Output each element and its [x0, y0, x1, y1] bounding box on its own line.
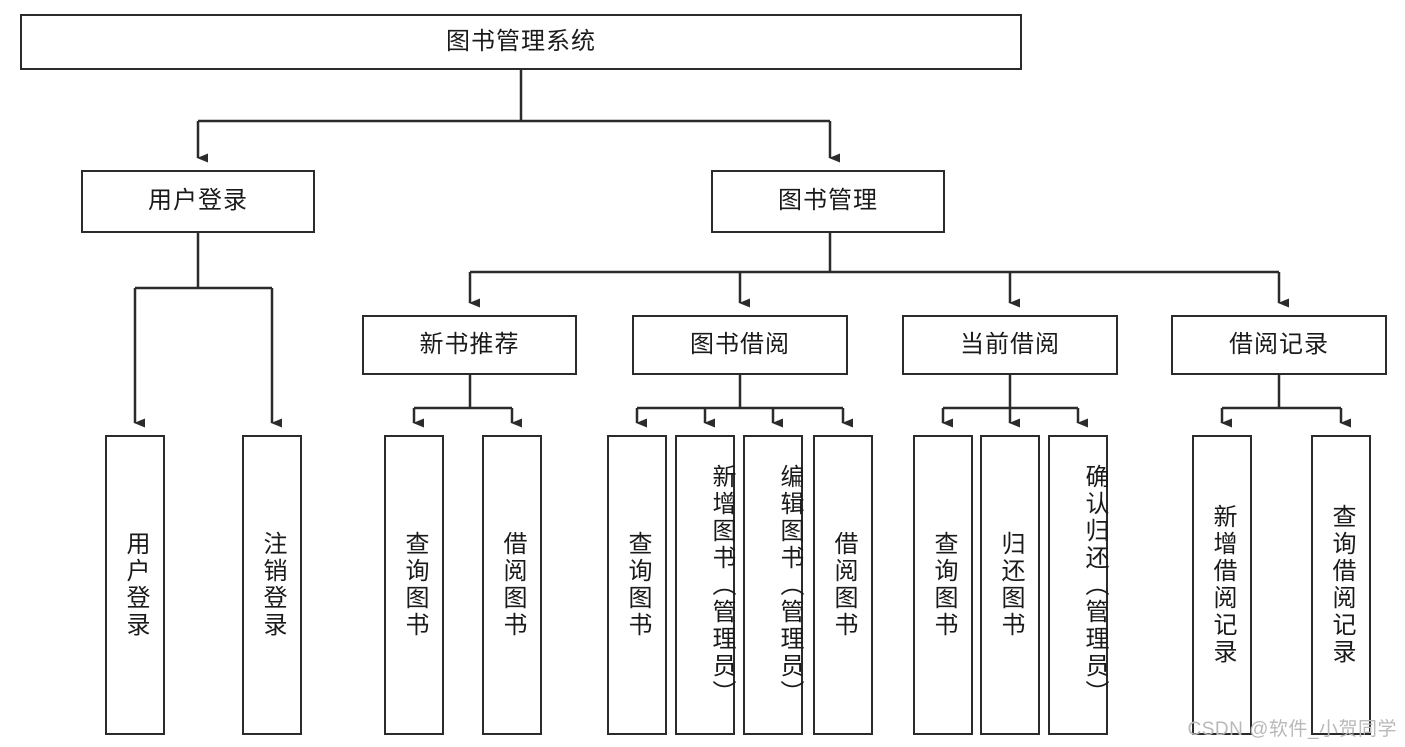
node-label: 归还图书 — [997, 531, 1024, 639]
node-label: 当前借阅 — [960, 330, 1060, 358]
leaf-add-borrow-record[interactable]: 新增借阅记录 — [1192, 435, 1252, 735]
leaf-query-book-current[interactable]: 查询图书 — [913, 435, 973, 735]
leaf-return-book[interactable]: 归还图书 — [980, 435, 1040, 735]
node-label: 借阅图书 — [499, 531, 526, 639]
leaf-query-borrow-record[interactable]: 查询借阅记录 — [1311, 435, 1371, 735]
node-label: 确认归还（管理员） — [1081, 463, 1108, 707]
node-current-borrow[interactable]: 当前借阅 — [902, 315, 1118, 375]
node-label: 编辑图书（管理员） — [776, 463, 803, 707]
leaf-borrow-book-recommend[interactable]: 借阅图书 — [482, 435, 542, 735]
leaf-edit-book-admin[interactable]: 编辑图书（管理员） — [743, 435, 803, 735]
leaf-user-login[interactable]: 用户登录 — [105, 435, 165, 735]
node-label: 查询借阅记录 — [1328, 504, 1355, 666]
node-label: 新书推荐 — [419, 330, 520, 358]
node-label: 借阅图书 — [830, 531, 857, 639]
node-label: 查询图书 — [624, 531, 651, 639]
node-book-borrow[interactable]: 图书借阅 — [632, 315, 848, 375]
leaf-add-book-admin[interactable]: 新增图书（管理员） — [675, 435, 735, 735]
node-label: 借阅记录 — [1229, 330, 1329, 358]
node-label: 新增借阅记录 — [1209, 504, 1236, 666]
node-root-system[interactable]: 图书管理系统 — [20, 14, 1022, 70]
node-label: 查询图书 — [930, 531, 957, 639]
node-borrow-records[interactable]: 借阅记录 — [1171, 315, 1387, 375]
node-label: 用户登录 — [148, 187, 248, 215]
node-label: 新增图书（管理员） — [708, 463, 735, 707]
node-label: 用户登录 — [122, 531, 149, 639]
node-label: 图书管理系统 — [446, 27, 596, 55]
node-new-book-recommend[interactable]: 新书推荐 — [362, 315, 577, 375]
node-user-login[interactable]: 用户登录 — [81, 170, 315, 233]
leaf-confirm-return-admin[interactable]: 确认归还（管理员） — [1048, 435, 1108, 735]
node-label: 图书管理 — [778, 187, 878, 215]
node-label: 注销登录 — [259, 531, 286, 639]
csdn-watermark: CSDN @软件_小贺同学 — [1187, 719, 1397, 740]
node-book-management[interactable]: 图书管理 — [711, 170, 945, 233]
leaf-query-book-recommend[interactable]: 查询图书 — [384, 435, 444, 735]
leaf-query-book-borrow[interactable]: 查询图书 — [607, 435, 667, 735]
node-label: 查询图书 — [401, 531, 428, 639]
leaf-borrow-book[interactable]: 借阅图书 — [813, 435, 873, 735]
leaf-logout-login[interactable]: 注销登录 — [242, 435, 302, 735]
node-label: 图书借阅 — [690, 330, 790, 358]
